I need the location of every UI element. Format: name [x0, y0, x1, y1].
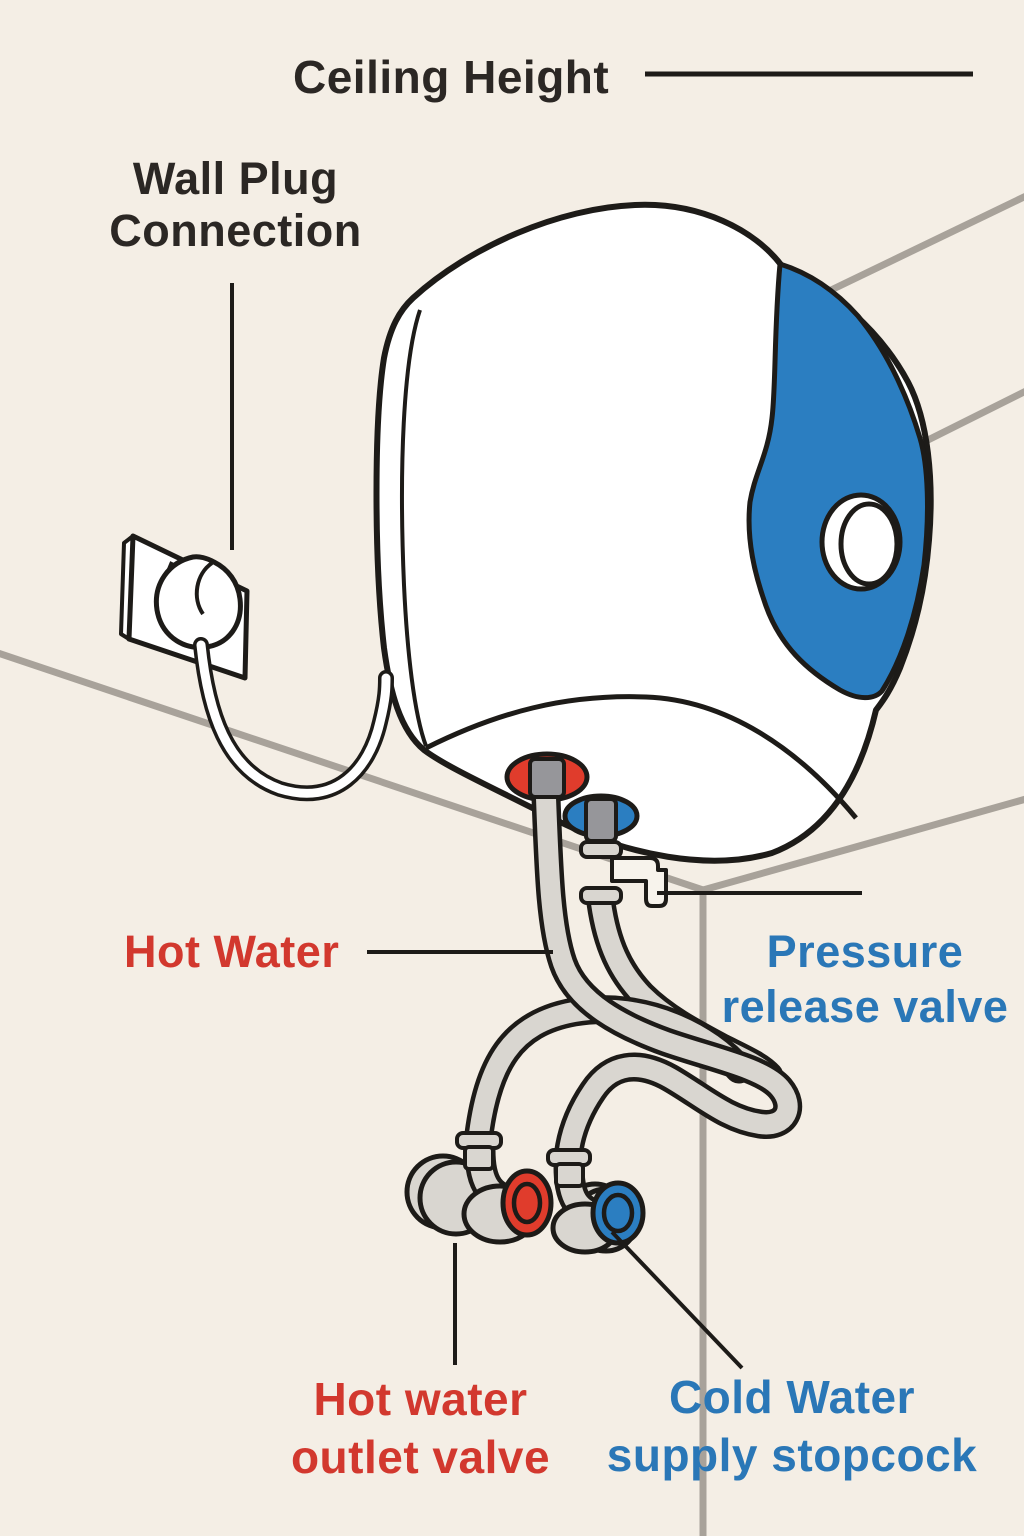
cold-supply-line1: Cold Water — [668, 1371, 916, 1423]
wall-plug-socket — [119, 533, 250, 681]
hot-valve-red-knob — [500, 1168, 554, 1238]
cold-port-stub — [584, 797, 618, 843]
hot-water-outlet-valve — [404, 1131, 554, 1245]
ceiling-height-label: Ceiling Height — [293, 50, 609, 104]
hot-valve-red-knob-inner — [511, 1181, 543, 1225]
blue-side-panel — [746, 261, 930, 701]
cold-valve-blue-knob-inner — [601, 1192, 635, 1234]
wall-plug-line2: Connection — [109, 205, 362, 256]
wall-line-right-edge — [702, 795, 1024, 894]
wall-plug-line1: Wall Plug — [132, 153, 339, 204]
hot-outlet-line1: Hot water — [313, 1373, 528, 1425]
hot-pipe-core — [536, 788, 798, 1168]
hot-port-stub — [528, 757, 566, 799]
hot-water-pipe — [531, 783, 803, 1173]
hot-water-text: Hot Water — [124, 926, 340, 977]
heater-bottom-back-edge — [424, 694, 858, 820]
cold-water-supply-stopcock — [546, 1148, 646, 1255]
pipes — [463, 783, 803, 1173]
wall-plug-label: Wall Plug Connection — [78, 153, 393, 257]
valve-collar-bottom — [579, 886, 623, 905]
valve-collar-top — [579, 840, 623, 859]
wall-line-mid-right — [910, 388, 1024, 452]
pressure-release-valve-label: Pressure release valve — [700, 924, 1024, 1034]
plug-inner-curve — [194, 561, 214, 616]
cold-water-supply-stopcock-label: Cold Water supply stopcock — [592, 1368, 992, 1484]
power-cable — [193, 637, 394, 802]
water-heater-body — [373, 201, 934, 864]
cold-valve-stub — [554, 1162, 585, 1188]
hot-water-outlet-valve-label: Hot water outlet valve — [263, 1370, 578, 1486]
ceiling-height-text: Ceiling Height — [293, 51, 610, 103]
cold-valve-blue-knob — [590, 1180, 646, 1246]
cold-supply-line2: supply stopcock — [606, 1429, 978, 1481]
heater-left-contour — [400, 309, 428, 747]
pressure-valve-bracket — [610, 856, 668, 908]
hot-valve-stub — [463, 1145, 495, 1171]
pressure-line1: Pressure — [766, 926, 964, 977]
leader-lines — [230, 71, 973, 1370]
pressure-release-valve-assembly — [579, 840, 668, 908]
hot-water-label: Hot Water — [124, 926, 339, 978]
hot-outlet-line2: outlet valve — [290, 1431, 551, 1483]
pressure-line2: release valve — [721, 981, 1009, 1032]
cold-stopcock-leader-line — [610, 1230, 744, 1370]
power-cable-core — [196, 640, 391, 798]
heater-badge-oval-inner — [838, 501, 900, 587]
wall-line-upper-right — [798, 193, 1024, 309]
